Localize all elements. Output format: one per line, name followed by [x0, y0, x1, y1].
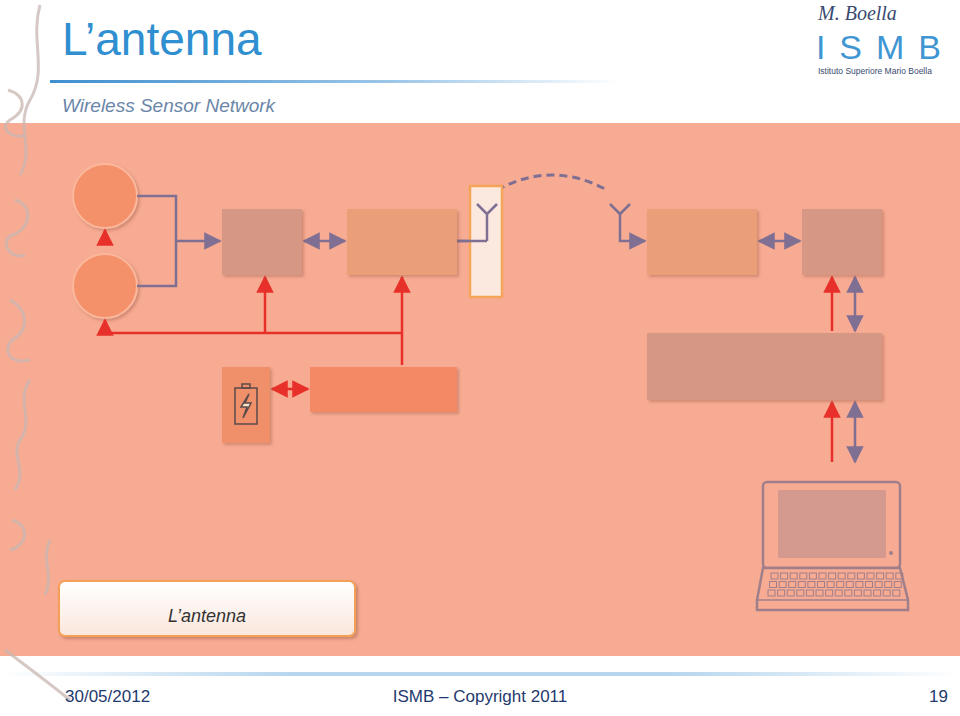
keyboard-key — [835, 590, 842, 596]
keyboard-key — [896, 573, 903, 579]
logo-acronym: ISMB — [816, 28, 955, 67]
keyboard-key — [877, 573, 884, 579]
keyboard-key — [789, 582, 796, 588]
keyboard-key — [806, 590, 813, 596]
keyboard-key — [864, 590, 871, 596]
footer-date: 30/05/2012 — [65, 687, 150, 707]
keyboard-key — [779, 582, 786, 588]
keyboard-key — [866, 582, 873, 588]
battery-icon — [235, 384, 257, 424]
gateway-block — [802, 209, 882, 275]
keyboard-key — [771, 573, 778, 579]
receiver-block — [647, 209, 757, 275]
keyboard-key — [845, 590, 852, 596]
sensor-circle — [73, 164, 137, 228]
antenna-symbol — [457, 204, 497, 241]
radio-link — [497, 175, 607, 190]
keyboard-key — [797, 590, 804, 596]
keyboard-key — [894, 582, 901, 588]
keyboard-key — [874, 590, 881, 596]
keyboard-key — [848, 573, 855, 579]
keyboard-key — [819, 573, 826, 579]
server-block — [647, 333, 882, 400]
laptop-icon — [757, 482, 908, 610]
background-panel — [0, 123, 960, 656]
keyboard-key — [854, 590, 861, 596]
keyboard-key — [837, 582, 844, 588]
slide-title: L’antenna — [62, 12, 262, 66]
keyboard-key — [829, 573, 836, 579]
keyboard-key — [826, 590, 833, 596]
sensor-circle — [73, 254, 137, 318]
callout-text: L’antenna — [168, 606, 246, 627]
footer-copyright: ISMB – Copyright 2011 — [393, 687, 568, 707]
mcu-block — [347, 209, 457, 275]
callout-box: L’antenna — [58, 580, 356, 637]
keyboard-key — [886, 573, 893, 579]
battery-block — [222, 367, 270, 443]
keyboard-key — [781, 573, 788, 579]
keyboard-key — [856, 582, 863, 588]
keyboard-key — [770, 582, 777, 588]
power-management-block — [310, 367, 457, 412]
keyboard-key — [885, 582, 892, 588]
slide-subtitle: Wireless Sensor Network — [62, 95, 275, 117]
logo-caption: Istituto Superiore Mario Boella — [818, 66, 932, 76]
keyboard-key — [790, 573, 797, 579]
keyboard-key — [867, 573, 874, 579]
keyboard-key — [883, 590, 890, 596]
keyboard-key — [816, 590, 823, 596]
adc-block — [222, 209, 302, 275]
keyboard-key — [787, 590, 794, 596]
page-number: 19 — [929, 687, 948, 707]
keyboard-key — [827, 582, 834, 588]
header-rule — [50, 80, 620, 83]
keyboard-key — [778, 590, 785, 596]
keyboard-key — [893, 590, 900, 596]
keyboard-key — [838, 573, 845, 579]
logo-signature: M. Boella — [818, 2, 897, 25]
keyboard-key — [875, 582, 882, 588]
keyboard-key — [846, 582, 853, 588]
keyboard-key — [818, 582, 825, 588]
keyboard-key — [798, 582, 805, 588]
keyboard-key — [809, 573, 816, 579]
footer-rule — [0, 672, 960, 676]
keyboard-key — [808, 582, 815, 588]
keyboard-key — [800, 573, 807, 579]
keyboard-key — [768, 590, 775, 596]
keyboard-key — [857, 573, 864, 579]
